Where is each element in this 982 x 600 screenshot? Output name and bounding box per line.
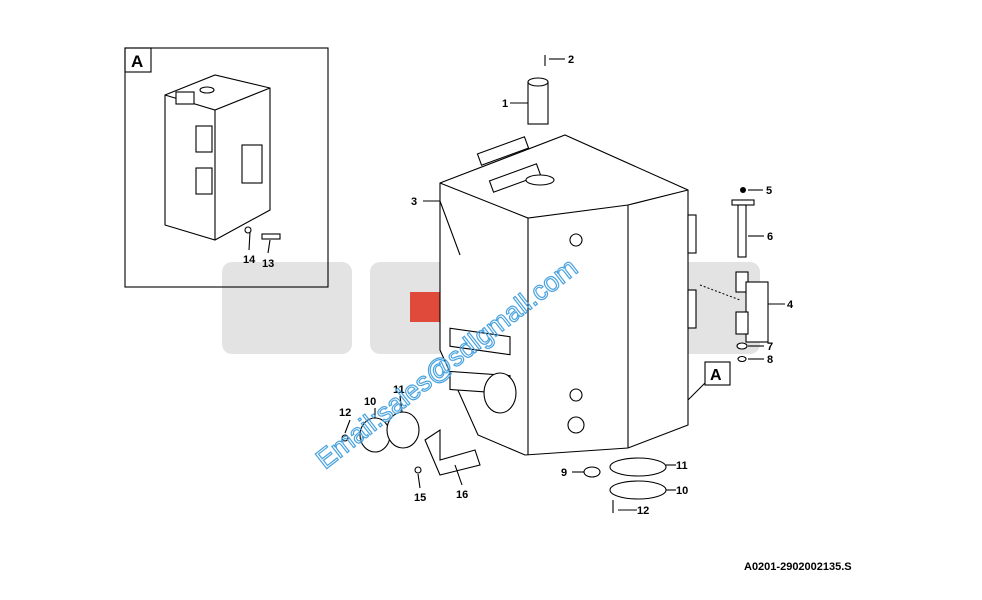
svg-text:10: 10 — [364, 396, 376, 408]
svg-text:1: 1 — [502, 98, 508, 110]
svg-text:4: 4 — [787, 299, 794, 311]
svg-text:9: 9 — [561, 467, 567, 479]
bottom-cover-parts: 9 11 10 12 — [561, 457, 688, 517]
svg-text:12: 12 — [637, 505, 649, 517]
drawing-code: A0201-2902002135.S — [744, 561, 852, 573]
svg-text:A: A — [710, 367, 722, 384]
hydraulic-tank — [423, 55, 697, 456]
svg-text:16: 16 — [456, 489, 468, 501]
svg-text:13: 13 — [262, 258, 274, 270]
svg-text:8: 8 — [767, 354, 773, 366]
svg-text:7: 7 — [767, 341, 773, 353]
callout-a: A — [687, 361, 731, 401]
svg-text:10: 10 — [676, 485, 688, 497]
svg-text:5: 5 — [766, 185, 772, 197]
svg-text:11: 11 — [393, 384, 405, 396]
hinge-assembly: 5 6 4 7 8 — [699, 185, 794, 366]
svg-text:14: 14 — [243, 254, 256, 266]
inset-label: A — [131, 52, 143, 71]
svg-text:15: 15 — [414, 492, 426, 504]
inset-detail-a: A 14 13 — [124, 47, 329, 288]
svg-text:3: 3 — [411, 196, 417, 208]
left-cover-parts: 12 10 11 15 16 — [339, 384, 481, 504]
svg-text:12: 12 — [339, 407, 351, 419]
svg-text:2: 2 — [568, 54, 574, 66]
svg-text:6: 6 — [767, 231, 773, 243]
svg-text:11: 11 — [676, 460, 688, 472]
